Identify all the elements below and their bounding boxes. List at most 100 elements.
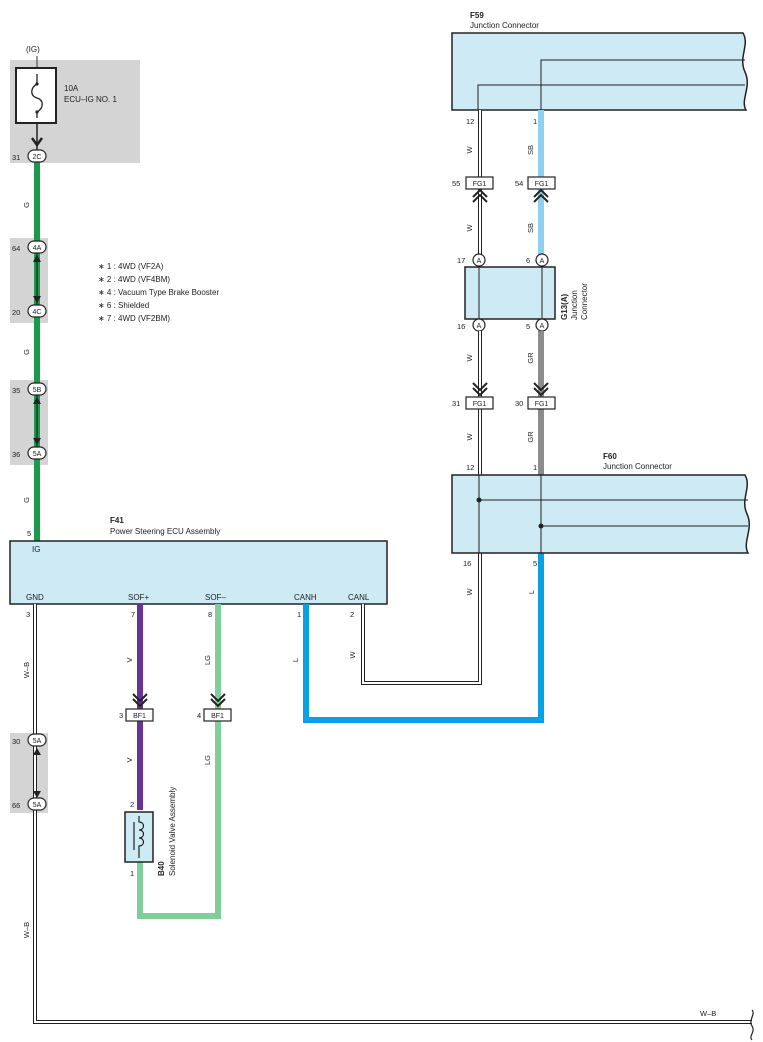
svg-text:8: 8 (208, 610, 212, 619)
wire-color-w-3: W (465, 354, 474, 362)
svg-text:30: 30 (12, 737, 20, 746)
svg-text:36: 36 (12, 450, 20, 459)
svg-text:6: 6 (526, 256, 530, 265)
wire-color-gr-1: GR (526, 352, 535, 364)
svg-text:FG1: FG1 (473, 181, 487, 188)
connector-bf1-4: 4 BF1 (197, 708, 232, 722)
f41-ig-pin: 5 (27, 529, 31, 538)
svg-text:30: 30 (515, 399, 523, 408)
wire-color-w-2: W (465, 224, 474, 232)
wire-color-gr-2: GR (526, 431, 535, 443)
svg-text:2: 2 (130, 800, 134, 809)
f41-canh-label: CANH (294, 593, 317, 602)
svg-text:3: 3 (26, 610, 30, 619)
connector-4c: 20 4C (12, 304, 47, 318)
connector-fg1-30: 30 FG1 (515, 396, 556, 410)
b40-name: Solenoid Valve Assembly (168, 787, 177, 876)
svg-text:∗ 2 : 4WD (VF4BM): ∗ 2 : 4WD (VF4BM) (98, 275, 170, 284)
g13-connector-a-tl: 17 A (457, 253, 486, 267)
f41-canl-label: CANL (348, 593, 370, 602)
svg-text:54: 54 (515, 179, 523, 188)
f59-code: F59 (470, 11, 484, 20)
svg-text:16: 16 (457, 322, 465, 331)
wire-color-v-1: V (125, 657, 134, 662)
f60-connector-box (451, 474, 751, 554)
wire-color-lg-1: LG (203, 655, 212, 665)
f41-sofp-label: SOF+ (128, 593, 149, 602)
f60-code: F60 (603, 452, 617, 461)
svg-text:12: 12 (466, 117, 474, 126)
wire-color-v-2: V (125, 757, 134, 762)
svg-text:A: A (477, 323, 482, 330)
svg-text:1: 1 (533, 117, 537, 126)
svg-text:2C: 2C (33, 154, 42, 161)
connector-fg1-55: 55 FG1 (452, 176, 494, 190)
fuse-body (15, 67, 57, 124)
svg-text:FG1: FG1 (473, 401, 487, 408)
fuse-rating: 10A (64, 84, 79, 93)
g13-connector-a-bl: 16 A (457, 318, 486, 332)
svg-text:BF1: BF1 (133, 713, 146, 720)
f59-connector-box (451, 32, 749, 111)
svg-text:4: 4 (197, 711, 201, 720)
svg-text:1: 1 (130, 869, 134, 878)
svg-text:3: 3 (119, 711, 123, 720)
f60-name: Junction Connector (603, 462, 672, 471)
connector-bf1-3: 3 BF1 (119, 708, 154, 722)
svg-text:FG1: FG1 (535, 181, 549, 188)
svg-text:BF1: BF1 (211, 713, 224, 720)
svg-text:A: A (540, 258, 545, 265)
svg-text:5A: 5A (33, 451, 42, 458)
fuse-name: ECU–IG NO. 1 (64, 95, 117, 104)
svg-text:1: 1 (533, 463, 537, 472)
svg-text:2: 2 (350, 610, 354, 619)
connector-5a-66: 66 5A (12, 797, 47, 811)
wire-color-g-1: G (22, 202, 31, 208)
svg-text:5: 5 (533, 559, 537, 568)
connector-5a-upper: 36 5A (12, 446, 47, 460)
svg-text:17: 17 (457, 256, 465, 265)
svg-text:35: 35 (12, 386, 20, 395)
f41-ecu-box (9, 540, 388, 605)
wire-lg (137, 604, 221, 919)
svg-text:∗ 7 : 4WD (VF2BM): ∗ 7 : 4WD (VF2BM) (98, 314, 170, 323)
wire-color-sb-1: SB (526, 145, 535, 155)
solenoid-coil-icon (138, 816, 145, 858)
f41-name: Power Steering ECU Assembly (110, 527, 220, 536)
svg-text:12: 12 (466, 463, 474, 472)
connector-2c: 31 2C (12, 149, 47, 163)
g13-connector-a-tr: 6 A (526, 253, 549, 267)
svg-text:∗ 6 : Shielded: ∗ 6 : Shielded (98, 301, 149, 310)
connector-fg1-54: 54 FG1 (515, 176, 556, 190)
wire-color-sb-2: SB (526, 223, 535, 233)
wire-color-g-3: G (22, 497, 31, 503)
wire-color-l-2: L (527, 590, 536, 594)
svg-text:55: 55 (452, 179, 460, 188)
connector-fg1-31: 31 FG1 (452, 396, 494, 410)
g13-junction-box (464, 266, 556, 320)
wire-l (303, 553, 544, 723)
wire-color-w-4: W (465, 433, 474, 441)
svg-text:7: 7 (131, 610, 135, 619)
g13-connector-a-br: 5 A (526, 318, 549, 332)
svg-text:16: 16 (463, 559, 471, 568)
wire-color-w-1: W (465, 146, 474, 154)
svg-text:5A: 5A (33, 738, 42, 745)
wire-color-wb-3: W–B (700, 1009, 716, 1018)
svg-text:4C: 4C (33, 309, 42, 316)
b40-code: B40 (157, 861, 166, 876)
break-mark-bottom (750, 1009, 754, 1041)
wire-w-canl (361, 553, 482, 685)
g13-code: G13(A) (560, 293, 569, 320)
wire-color-wb-1: W–B (22, 662, 31, 678)
svg-text:∗ 1 : 4WD (VF2A): ∗ 1 : 4WD (VF2A) (98, 262, 164, 271)
wire-color-g-2: G (22, 349, 31, 355)
wire-color-l-1: L (291, 658, 300, 662)
wire-color-w-canl: W (348, 651, 357, 659)
svg-text:5B: 5B (33, 387, 42, 394)
fuse-icon (31, 74, 43, 118)
f41-sofm-label: SOF– (205, 593, 226, 602)
svg-text:5A: 5A (33, 802, 42, 809)
svg-text:4A: 4A (33, 245, 42, 252)
